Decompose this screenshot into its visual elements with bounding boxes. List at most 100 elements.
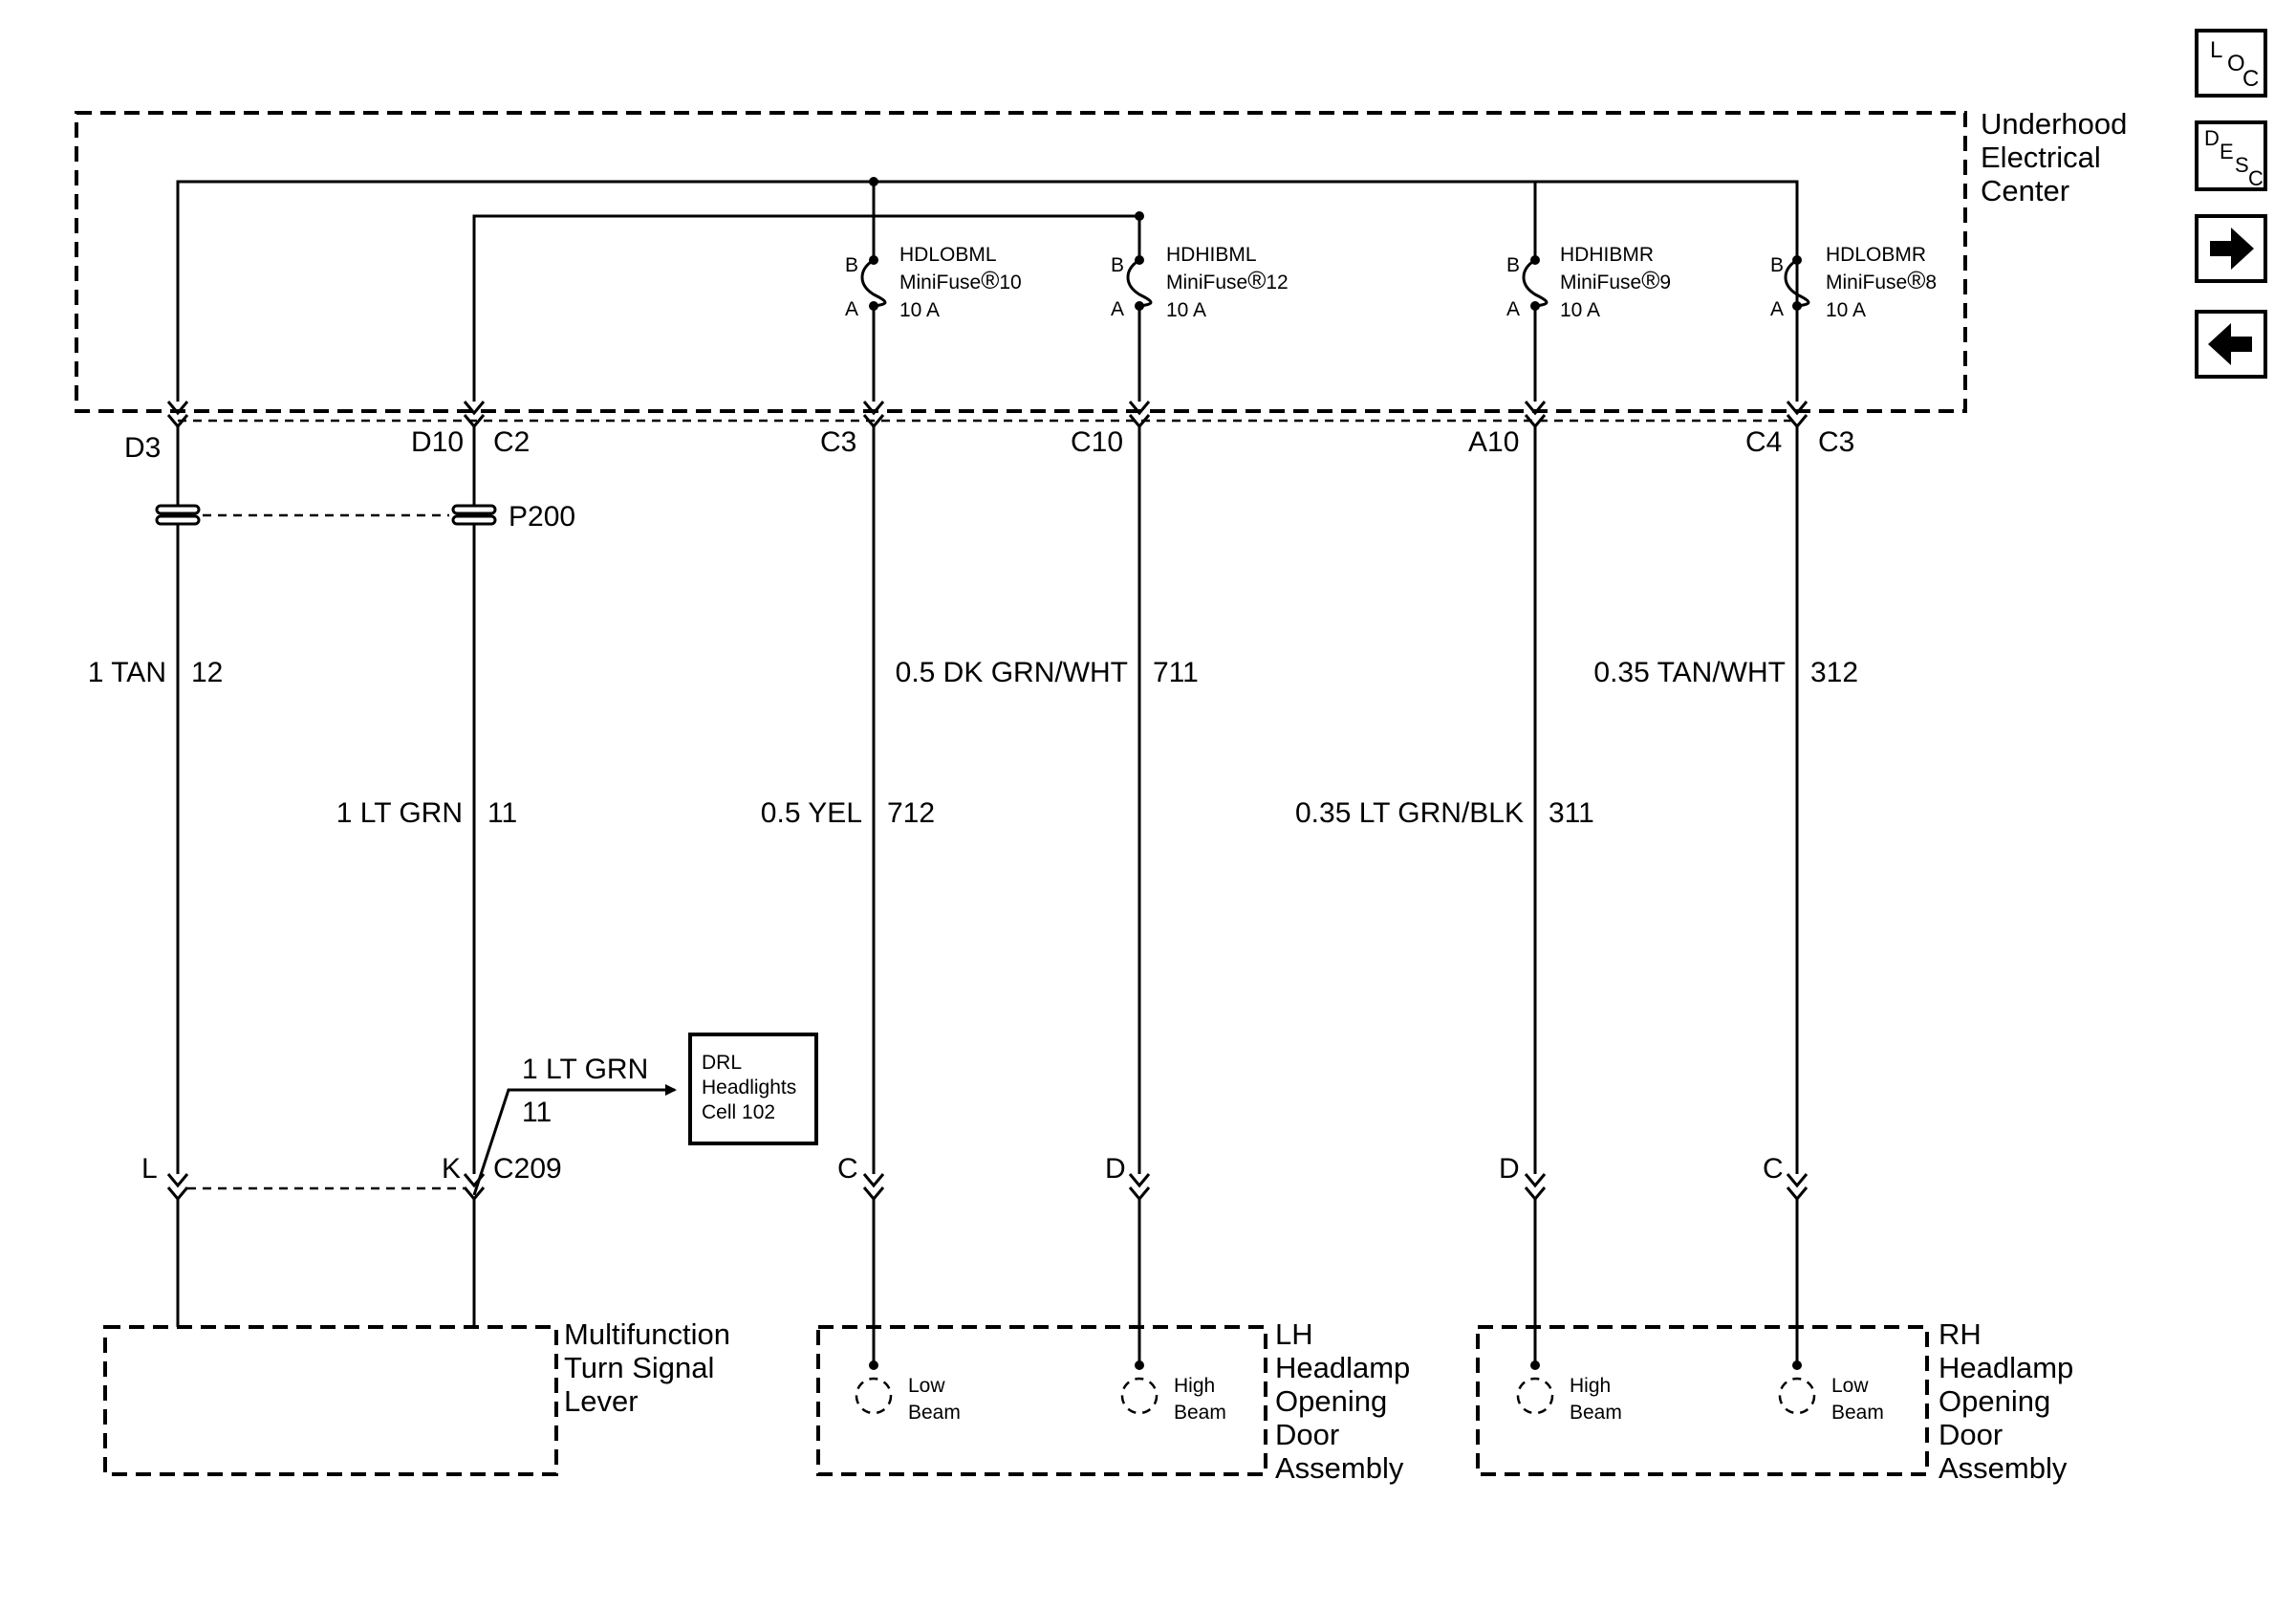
branch-wire-label: 1 LT GRN <box>522 1054 648 1085</box>
svg-text:B: B <box>1506 254 1520 276</box>
wire-label-lt-grn-blk: 0.35 LT GRN/BLK <box>1295 797 1524 829</box>
rh-high-beam-lamp: High Beam <box>1516 1360 1622 1424</box>
connector-k: K <box>442 1153 461 1185</box>
svg-text:10 A: 10 A <box>1826 299 1866 321</box>
wire-label-yel: 0.5 YEL <box>761 797 862 829</box>
rh-low-beam-lamp: Low Beam <box>1778 1360 1884 1424</box>
connector-c-lh: C <box>837 1153 858 1185</box>
rh-headlamp-boundary <box>1476 1325 1929 1476</box>
lh-low-beam-lamp: Low Beam <box>855 1360 961 1424</box>
mts-label-3: Lever <box>564 1384 639 1418</box>
desc-button[interactable]: D E S C <box>2195 120 2267 191</box>
svg-text:Low: Low <box>1831 1375 1869 1397</box>
svg-text:HDLOBMR: HDLOBMR <box>1826 244 1926 266</box>
connector-d10: D10 <box>411 426 464 458</box>
wire-circuit-12: 12 <box>191 657 223 688</box>
wire-circuit-11: 11 <box>487 797 517 829</box>
connector-d-lh: D <box>1105 1153 1126 1185</box>
svg-text:Beam: Beam <box>1570 1402 1622 1424</box>
svg-text:B: B <box>1770 254 1784 276</box>
connector-c3: C3 <box>820 426 856 458</box>
connector-c209: C209 <box>493 1153 562 1185</box>
fuse-hdlobmr: B A HDLOBMR MiniFuse®8 10 A <box>1770 182 1937 402</box>
wire-label-tan-wht: 0.35 TAN/WHT <box>1593 657 1786 688</box>
bus-bar-top <box>176 180 1799 402</box>
uec-boundary <box>75 111 1967 413</box>
uec-connector-chevrons <box>166 401 1809 429</box>
svg-text:Headlights: Headlights <box>702 1077 796 1099</box>
connector-c3-rh: C3 <box>1818 426 1854 458</box>
connector-p200: P200 <box>509 501 575 533</box>
svg-text:B: B <box>845 254 858 276</box>
fuse-hdlobml: B A HDLOBML MiniFuse®10 10 A <box>845 182 1022 402</box>
wire-circuit-312: 312 <box>1810 657 1858 688</box>
svg-text:A: A <box>1770 298 1784 320</box>
lh-label-2: Headlamp <box>1275 1351 1410 1384</box>
svg-text:Cell 102: Cell 102 <box>702 1101 775 1123</box>
rh-label-5: Assembly <box>1939 1451 2068 1485</box>
svg-text:Beam: Beam <box>908 1402 961 1424</box>
wire-circuit-712: 712 <box>887 797 935 829</box>
svg-text:E: E <box>2220 140 2234 163</box>
next-arrow-button[interactable] <box>2195 214 2267 283</box>
prev-arrow-button[interactable] <box>2195 310 2267 379</box>
wire-circuit-711: 711 <box>1153 657 1199 688</box>
lh-label-5: Assembly <box>1275 1451 1404 1485</box>
svg-text:HDLOBML: HDLOBML <box>899 244 997 266</box>
lower-connector-chevrons <box>166 1173 1809 1202</box>
uec-label-2: Electrical <box>1981 141 2101 174</box>
svg-text:C: C <box>2242 66 2259 92</box>
connector-c4: C4 <box>1745 426 1782 458</box>
svg-text:10 A: 10 A <box>1166 299 1206 321</box>
svg-text:B: B <box>1111 254 1124 276</box>
lh-label-1: LH <box>1275 1317 1313 1351</box>
lh-label-4: Door <box>1275 1418 1339 1451</box>
svg-text:High: High <box>1174 1375 1215 1397</box>
mts-label-1: Multifunction <box>564 1317 730 1351</box>
svg-text:D: D <box>2204 126 2220 150</box>
fuse-hdhibmr: B A HDHIBMR MiniFuse®9 10 A <box>1506 182 1671 402</box>
svg-text:10 A: 10 A <box>899 299 940 321</box>
uec-label-1: Underhood <box>1981 107 2127 141</box>
connector-a10: A10 <box>1468 426 1519 458</box>
connector-d3: D3 <box>124 432 161 464</box>
wire-circuit-311: 311 <box>1549 797 1594 829</box>
svg-text:A: A <box>1506 298 1520 320</box>
wire-branch-drl <box>472 1084 677 1196</box>
svg-text:A: A <box>1111 298 1124 320</box>
uec-label-3: Center <box>1981 174 2069 207</box>
branch-wire-circuit: 11 <box>522 1097 552 1128</box>
svg-text:A: A <box>845 298 858 320</box>
lh-high-beam-lamp: High Beam <box>1120 1360 1226 1424</box>
rh-label-4: Door <box>1939 1418 2003 1451</box>
connector-c-rh: C <box>1763 1153 1784 1185</box>
lh-headlamp-boundary <box>816 1325 1267 1476</box>
connector-c10: C10 <box>1071 426 1123 458</box>
svg-text:Low: Low <box>908 1375 945 1397</box>
svg-text:MiniFuse®12: MiniFuse®12 <box>1166 266 1289 294</box>
svg-text:Beam: Beam <box>1174 1402 1226 1424</box>
svg-text:C: C <box>2248 166 2264 190</box>
svg-text:MiniFuse®8: MiniFuse®8 <box>1826 266 1937 294</box>
svg-text:MiniFuse®9: MiniFuse®9 <box>1560 266 1671 294</box>
drl-reference-box[interactable]: DRL Headlights Cell 102 <box>688 1033 818 1145</box>
wire-label-tan: 1 TAN <box>88 657 166 688</box>
svg-text:S: S <box>2235 153 2249 177</box>
mts-label-2: Turn Signal <box>564 1351 714 1384</box>
arrow-left-icon <box>2208 323 2252 365</box>
svg-text:HDHIBMR: HDHIBMR <box>1560 244 1654 266</box>
connector-d-rh: D <box>1499 1153 1520 1185</box>
connector-c2: C2 <box>493 426 530 458</box>
svg-text:L: L <box>2210 37 2222 63</box>
svg-text:HDHIBML: HDHIBML <box>1166 244 1257 266</box>
bus-bar-second <box>472 214 1139 402</box>
loc-button[interactable]: L O C <box>2195 29 2267 98</box>
svg-text:DRL: DRL <box>702 1052 742 1074</box>
svg-text:MiniFuse®10: MiniFuse®10 <box>899 266 1022 294</box>
rh-label-3: Opening <box>1939 1384 2050 1418</box>
svg-text:O: O <box>2227 51 2245 76</box>
connector-l: L <box>141 1153 158 1185</box>
svg-text:High: High <box>1570 1375 1611 1397</box>
svg-text:10 A: 10 A <box>1560 299 1600 321</box>
